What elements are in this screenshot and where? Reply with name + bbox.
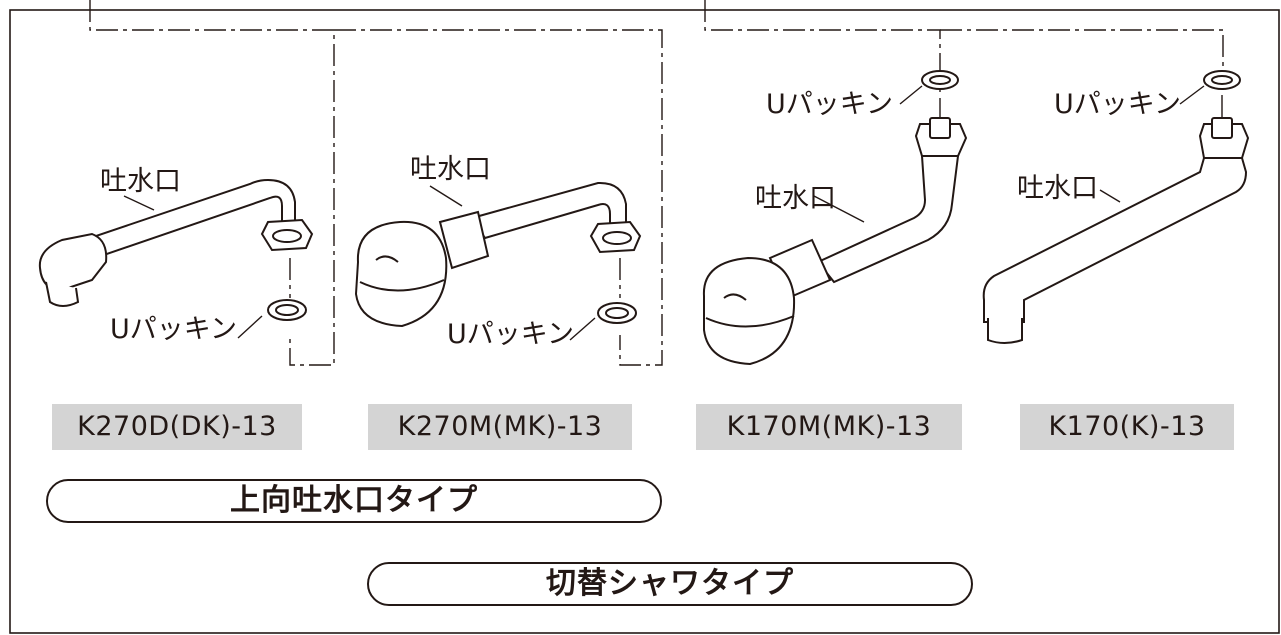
faucet-k270d xyxy=(38,178,314,321)
diagram-frame xyxy=(9,9,1280,634)
model-k270m: K270M(MK)-13 xyxy=(368,404,632,450)
faucet-k170 xyxy=(982,70,1250,344)
gasket-label-3: Uパッキン xyxy=(766,89,893,120)
faucet-k170m xyxy=(702,70,968,366)
label-leaders xyxy=(123,85,1205,341)
model-k170: K170(K)-13 xyxy=(1020,404,1234,450)
leader-lines xyxy=(89,0,1224,366)
gasket-label-4: Uパッキン xyxy=(1054,89,1181,120)
spout-label-4: 吐水口 xyxy=(1017,173,1098,204)
spout-label-3: 吐水口 xyxy=(755,183,836,214)
spout-label-2: 吐水口 xyxy=(410,154,491,185)
gasket-label-2: Uパッキン xyxy=(447,319,574,350)
spout-label-1: 吐水口 xyxy=(100,166,181,197)
model-k170m: K170M(MK)-13 xyxy=(696,404,962,450)
model-k270d: K270D(DK)-13 xyxy=(52,404,302,450)
shower-switch-type: 切替シャワタイプ xyxy=(367,562,973,606)
faucet-k270m xyxy=(354,181,642,328)
gasket-label-1: Uパッキン xyxy=(110,314,237,345)
upward-spout-type: 上向吐水口タイプ xyxy=(46,479,662,523)
